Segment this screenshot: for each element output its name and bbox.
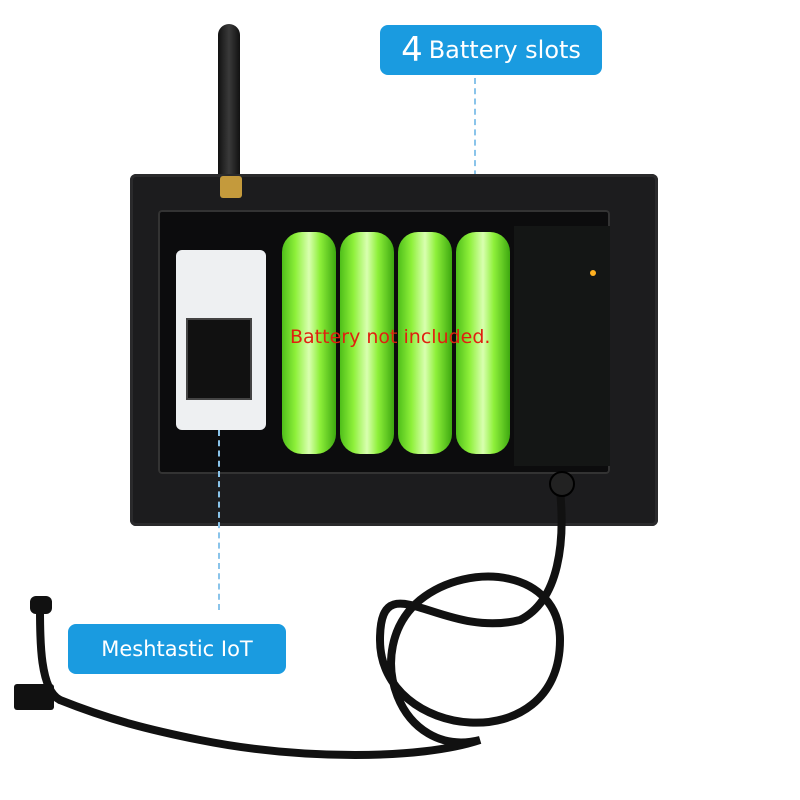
meshtastic-callout: Meshtastic IoT [68,624,286,674]
battery-cell [282,232,336,454]
battery-count: 4 [401,30,423,70]
cable-cap [30,596,52,614]
battery-callout-leader [474,78,476,238]
charger-pcb [514,226,610,466]
status-led [590,270,596,276]
antenna-connector [220,176,242,198]
battery-cell [456,232,510,454]
usb-plug [14,684,54,710]
battery-cell [340,232,394,454]
antenna [218,24,240,194]
battery-cell [398,232,452,454]
battery-slots-label: Battery slots [428,36,581,64]
battery-slots-callout: 4 Battery slots [380,25,602,75]
cable-gland [549,471,575,497]
battery-note: Battery not included. [290,326,491,348]
meshtastic-callout-leader [218,430,220,610]
oled-screen [186,318,252,400]
